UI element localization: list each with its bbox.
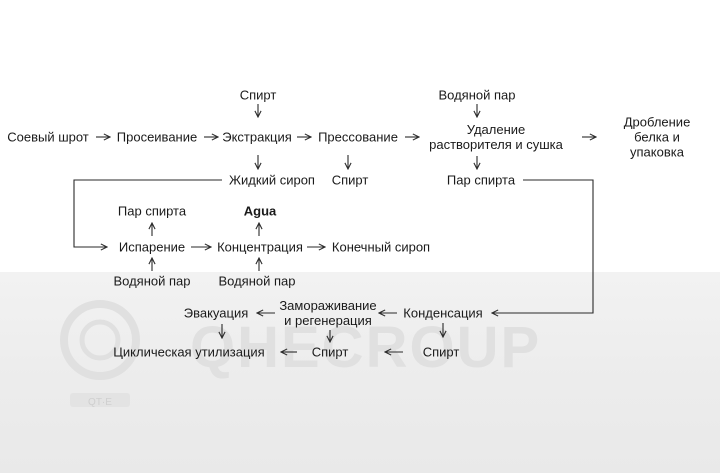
- line-syrup-to-evaporation: [73, 179, 222, 247]
- node-recycling: Циклическая утилизация: [113, 344, 265, 360]
- node-alcohol-in: Спирт: [239, 87, 277, 103]
- node-alcohol-vapor-left: Пар спирта: [117, 203, 187, 219]
- node-soy-meal: Соевый шрот: [7, 129, 89, 145]
- watermark-text: QHECROUP: [190, 315, 540, 380]
- node-alcohol-press: Спирт: [331, 172, 369, 188]
- node-freezing-regeneration: Замораживание и регенерация: [279, 298, 377, 328]
- node-solvent-removal: Удаление растворителя и сушка: [429, 122, 563, 152]
- node-pressing: Прессование: [318, 129, 398, 145]
- node-condensation: Конденсация: [403, 305, 483, 321]
- line-vapor-to-condensation: [492, 179, 594, 313]
- node-alcohol-mid: Спирт: [311, 344, 349, 360]
- node-concentration: Концентрация: [217, 239, 303, 255]
- node-water: Agua: [243, 203, 277, 219]
- node-evaporation: Испарение: [118, 239, 186, 255]
- node-alcohol-vapor-right: Пар спирта: [446, 172, 516, 188]
- node-alcohol-right: Спирт: [422, 344, 460, 360]
- watermark-sub: QT·E: [88, 397, 112, 408]
- node-steam-top: Водяной пар: [438, 87, 516, 103]
- node-steam-evaporation: Водяной пар: [113, 273, 191, 289]
- node-liquid-syrup: Жидкий сироп: [229, 172, 315, 188]
- node-steam-concentration: Водяной пар: [218, 273, 296, 289]
- node-evacuation: Эвакуация: [183, 305, 249, 321]
- node-extraction: Экстракция: [222, 129, 292, 145]
- node-crushing-packing: Дробление белка и упаковка: [623, 114, 691, 160]
- node-sieving: Просеивание: [116, 129, 198, 145]
- watermark-logo: QHECROUP QT·E: [60, 300, 540, 408]
- node-final-syrup: Конечный сироп: [331, 239, 431, 255]
